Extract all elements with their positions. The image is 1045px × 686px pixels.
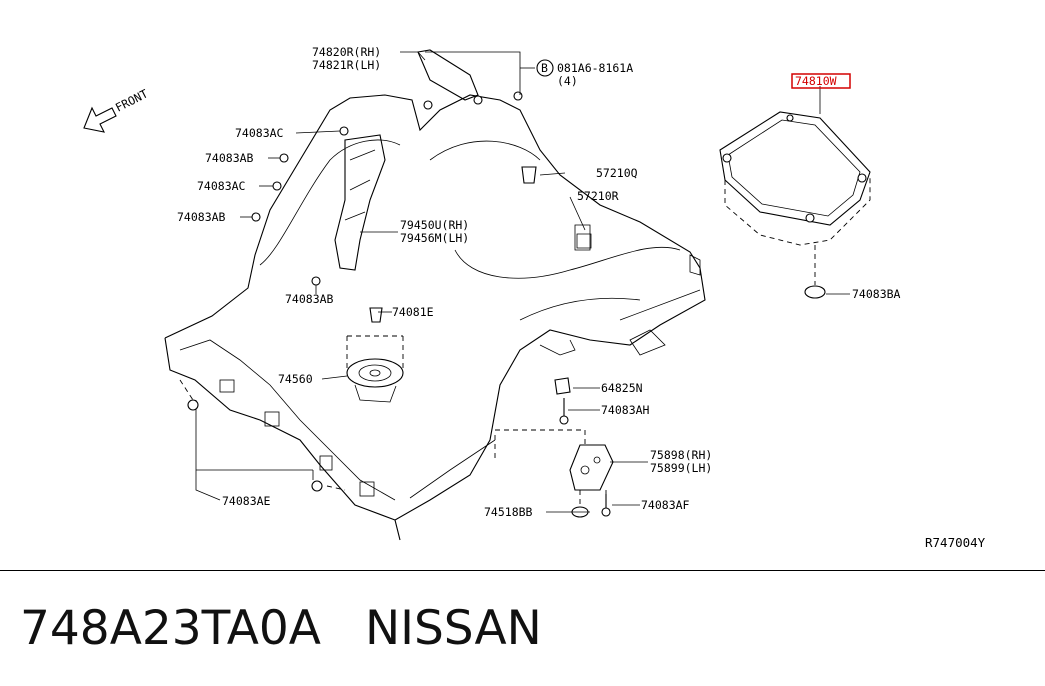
floor-panel	[164, 94, 706, 541]
front-arrow	[83, 106, 117, 133]
upper-bracket	[417, 49, 523, 110]
fasteners-right	[494, 377, 614, 518]
highlight-box-74810w	[791, 73, 851, 89]
label-64825n: 64825N	[601, 381, 643, 395]
label-75898: 75898(RH)	[650, 448, 712, 462]
bolt-circle-b: B	[536, 59, 554, 77]
label-74820r: 74820R(RH)	[312, 45, 381, 59]
footer-divider	[0, 570, 1045, 571]
footer: 748A23TA0A NISSAN	[20, 596, 542, 660]
label-74810w: 74810W	[795, 74, 837, 88]
label-57210q: 57210Q	[596, 166, 638, 180]
label-74518bb: 74518BB	[484, 505, 533, 519]
label-081a6: 081A6-8161A	[557, 61, 633, 75]
label-74083ab-1: 74083AB	[205, 151, 254, 165]
leader-lines	[195, 51, 850, 513]
bolt-circle-letter: B	[541, 61, 548, 75]
label-74083af: 74083AF	[641, 498, 690, 512]
label-74081e: 74081E	[392, 305, 434, 319]
side-finisher	[334, 134, 386, 271]
label-ref-r747004y: R747004Y	[925, 535, 986, 550]
part-number: 748A23TA0A	[20, 600, 321, 656]
front-label: FRONT	[113, 86, 150, 114]
label-74560: 74560	[278, 372, 313, 386]
fasteners-left	[179, 126, 349, 492]
label-79450u: 79450U(RH)	[400, 218, 469, 232]
label-74083ae: 74083AE	[222, 494, 271, 508]
label-74083ab-3: 74083AB	[285, 292, 334, 306]
label-74083ac-2: 74083AC	[197, 179, 246, 193]
label-75899: 75899(LH)	[650, 461, 712, 475]
clips-57210	[521, 166, 592, 249]
speaker	[346, 335, 404, 403]
label-57210r: 57210R	[577, 189, 619, 203]
parts-diagram: FRONT	[83, 45, 986, 550]
label-74821r: 74821R(LH)	[312, 58, 381, 72]
clip-74081e	[369, 307, 383, 323]
trunk-box	[719, 111, 871, 299]
label-74083ah: 74083AH	[601, 403, 650, 417]
label-74083ab-2: 74083AB	[177, 210, 226, 224]
label-79456m: 79456M(LH)	[400, 231, 469, 245]
label-qty-4: (4)	[557, 74, 578, 88]
part-labels: 74820R(RH) 74821R(LH) 081A6-8161A (4) 74…	[177, 45, 986, 550]
label-74083ba: 74083BA	[852, 287, 901, 301]
brand-name: NISSAN	[364, 600, 542, 656]
label-74083ac-1: 74083AC	[235, 126, 284, 140]
